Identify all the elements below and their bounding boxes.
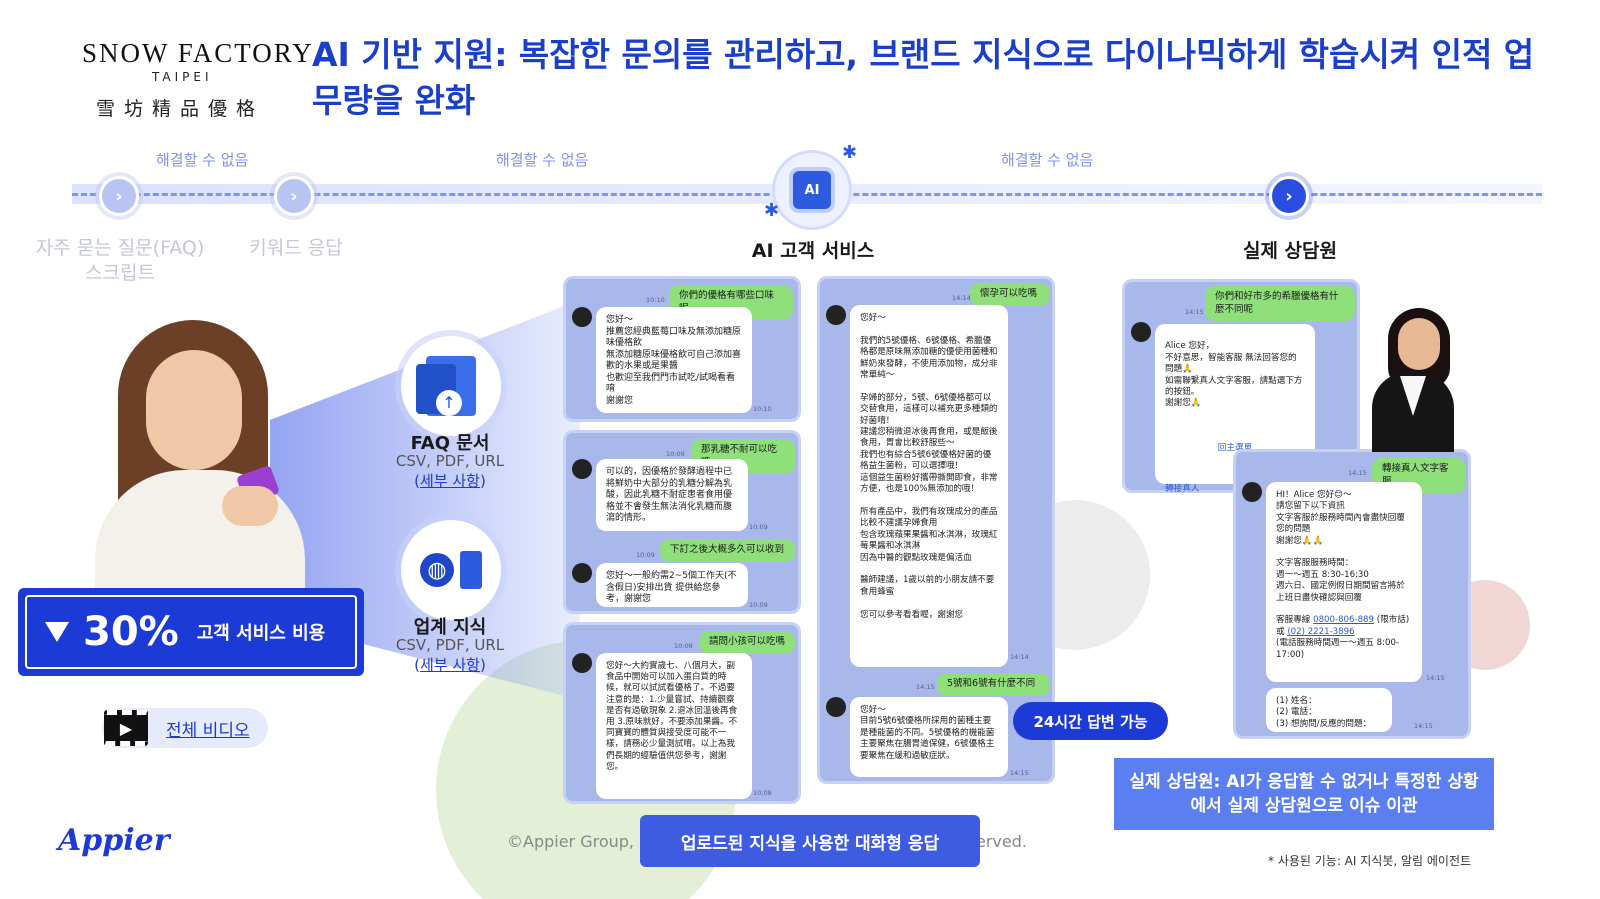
bot-message: 可以的，因優格於發酵過程中已將鮮奶中大部分的乳糖分解為乳酸，因此乳糖不耐症患者食… <box>596 459 748 531</box>
unresolved-label-2: 해결할 수 없음 <box>496 151 589 169</box>
industry-knowledge-circle: ◍ <box>401 520 501 620</box>
full-video-button[interactable]: ▶ 전체 비디오 <box>102 708 268 748</box>
chat-panel-children: 10:08 請問小孩可以吃嗎 您好～大約實歲七、八個月大，副食品中開始可以加入蛋… <box>563 622 801 804</box>
chevron-right-icon: › <box>290 185 298 207</box>
chat-panel-flavors: 10:10 你們的優格有哪些口味呢 您好～ 推薦您經典藍莓口味及無添加糖原味優格… <box>563 276 801 422</box>
live-agent-note: 실제 상담원: AI가 응답할 수 없거나 특정한 상황에서 실제 상담원으로 … <box>1114 758 1494 830</box>
features-footnote: * 사용된 기능: AI 지식봇, 알림 에이전트 <box>1268 854 1472 868</box>
savings-label: 고객 서비스 비용 <box>196 623 326 644</box>
timestamp: 14:14 <box>1010 653 1029 661</box>
chat-panel-live-agent: 14:15 轉接真人文字客服 HI！Alice 您好😊～ 請您留下以下資訊 文字… <box>1233 449 1471 739</box>
timeline-node-ai: AI <box>772 150 852 230</box>
globe-icon: ◍ <box>420 553 454 587</box>
always-available-badge: 24시간 답변 가능 <box>1013 702 1168 740</box>
unresolved-label-1: 해결할 수 없음 <box>156 151 249 169</box>
bot-avatar <box>572 563 592 583</box>
full-video-link[interactable]: 전체 비디오 <box>166 720 250 741</box>
timestamp: 10:10 <box>753 405 772 413</box>
bot-message: 您好～大約實歲七、八個月大，副食品中開始可以加入蛋白質的時候，就可以試試看優格了… <box>596 653 752 799</box>
faq-doc-title: FAQ 문서 <box>410 433 490 454</box>
bot-message: 您好～ 推薦您經典藍莓口味及無添加糖原味優格飲 無添加糖原味優格飲可自己添加喜歡… <box>596 307 752 413</box>
bot-message: 您好～ 目前5號6號優格所採用的菌種主要是種能菌的不同。5號優格的機能菌主要聚焦… <box>850 697 1008 777</box>
timestamp: 10:09 <box>636 551 655 559</box>
user-message: 懷孕可以吃嗎 <box>970 283 1050 306</box>
main-menu-button[interactable]: 回主選單 <box>1217 443 1253 454</box>
timeline-node-agent: › <box>1269 176 1309 216</box>
agent-message: HI！Alice 您好😊～ 請您留下以下資訊 文字客服於服務時間內會盡快回覆您的… <box>1266 482 1422 682</box>
customer-hand <box>222 486 278 526</box>
stage-keyword: 키워드 응답 <box>249 237 343 259</box>
faq-doc-formats: CSV, PDF, URL <box>395 452 505 470</box>
transfer-human-button[interactable]: 轉接真人 <box>1165 484 1200 495</box>
chat-panel-lactose: 10:09 那乳糖不耐可以吃嗎 可以的，因優格於發酵過程中已將鮮奶中大部分的乳糖… <box>563 430 801 614</box>
agent-message: (1) 姓名： (2) 電話： (3) 想詢問/反應的問題： <box>1266 688 1392 732</box>
bot-avatar <box>572 307 592 327</box>
timeline-node-keyword: › <box>274 176 314 216</box>
timestamp: 14:15 <box>1185 308 1204 316</box>
phone-link-1[interactable]: 0800-806-889 <box>1313 615 1374 626</box>
chevron-right-icon: › <box>1285 185 1293 207</box>
bot-avatar <box>572 459 592 479</box>
timestamp: 10:08 <box>674 642 693 650</box>
bot-message-text: Alice 您好， 不好意思，智能客服 無法回答您的問題🙏 如需聯繫真人文字客服… <box>1165 341 1303 409</box>
stage-live-agent: 실제 상담원 <box>1242 240 1337 262</box>
video-icon: ▶ <box>104 710 148 746</box>
stage-faq-script: 자주 묻는 질문(FAQ) 스크립트 <box>35 237 205 284</box>
industry-knowledge-formats: CSV, PDF, URL <box>395 636 505 654</box>
faq-doc-details-link[interactable]: (세부 사항) <box>414 472 486 490</box>
timestamp: 14:15 <box>1426 674 1445 682</box>
timestamp: 14:15 <box>1010 769 1029 777</box>
bot-avatar <box>572 653 592 673</box>
user-message: 5號和6號有什麼不同 <box>937 673 1050 696</box>
sparkle-icon: ✱ <box>764 200 780 221</box>
agent-avatar <box>1242 482 1262 502</box>
timestamp: 14:14 <box>952 294 971 302</box>
bot-message: 您好～一般約需2~5個工作天(不含假日)安排出貨 提供給您參考，謝謝您 <box>596 563 748 607</box>
user-message: 下訂之後大概多久可以收到 <box>660 539 795 562</box>
brand-logo-chinese: 雪坊精品優格 <box>96 98 265 120</box>
sparkle-icon: ✱ <box>842 142 858 163</box>
appier-logo: Appier <box>58 823 170 858</box>
industry-knowledge-details-link[interactable]: (세부 사항) <box>414 656 486 674</box>
bot-avatar <box>826 305 846 325</box>
brand-logo-sub: TAIPEI <box>152 70 213 84</box>
stage-ai-service: AI 고객 서비스 <box>751 240 875 262</box>
unresolved-label-3: 해결할 수 없음 <box>1001 151 1094 169</box>
document-upload-icon <box>416 356 476 416</box>
bot-avatar <box>826 697 846 717</box>
savings-percent: 30% <box>83 609 179 655</box>
savings-box: 30% 고객 서비스 비용 <box>18 588 364 676</box>
conversational-response-label: 업로드된 지식을 사용한 대화형 응답 <box>640 815 980 867</box>
copyright-text: ©Appier Group, I <box>507 832 644 851</box>
timestamp: 10:08 <box>753 789 772 797</box>
timestamp: 10:09 <box>749 601 768 609</box>
timestamp: 14:15 <box>916 683 935 691</box>
agent-face <box>1398 318 1440 370</box>
phone-link-2[interactable]: (02) 2221-3896 <box>1287 626 1355 637</box>
industry-knowledge-title: 업계 지식 <box>413 617 487 638</box>
timestamp: 10:10 <box>646 296 665 304</box>
chat-panel-pregnancy: 14:14 懷孕可以吃嗎 您好～ 我們的5號優格、6號優格、希臘優格都是原味無添… <box>817 276 1055 784</box>
brand-logo: SNOW FACTORY <box>82 38 314 68</box>
timeline-node-faq: › <box>99 176 139 216</box>
timestamp: 10:09 <box>749 523 768 531</box>
timestamp: 10:09 <box>666 450 685 458</box>
timestamp: 14:15 <box>1348 469 1367 477</box>
timestamp: 14:15 <box>1414 722 1433 730</box>
chevron-right-icon: › <box>115 185 123 207</box>
user-message: 你們和好市多的希臘優格有什麼不同呢 <box>1205 286 1355 321</box>
customer-face <box>146 350 242 470</box>
user-message: 請問小孩可以吃嗎 <box>699 631 795 654</box>
building-icon <box>460 551 482 589</box>
faq-document-circle <box>401 336 501 436</box>
copyright-text-tail: erved. <box>976 832 1027 851</box>
page-title: AI 기반 지원: 복잡한 문의를 관리하고, 브랜드 지식으로 다이나믹하게 … <box>312 35 1535 120</box>
ai-chip-icon: AI <box>793 171 831 209</box>
bot-avatar <box>1131 322 1151 342</box>
down-triangle-icon <box>45 622 69 642</box>
bot-message: 您好～ 我們的5號優格、6號優格、希臘優格都是原味無添加糖的優使用菌種和鮮奶來發… <box>850 305 1008 667</box>
